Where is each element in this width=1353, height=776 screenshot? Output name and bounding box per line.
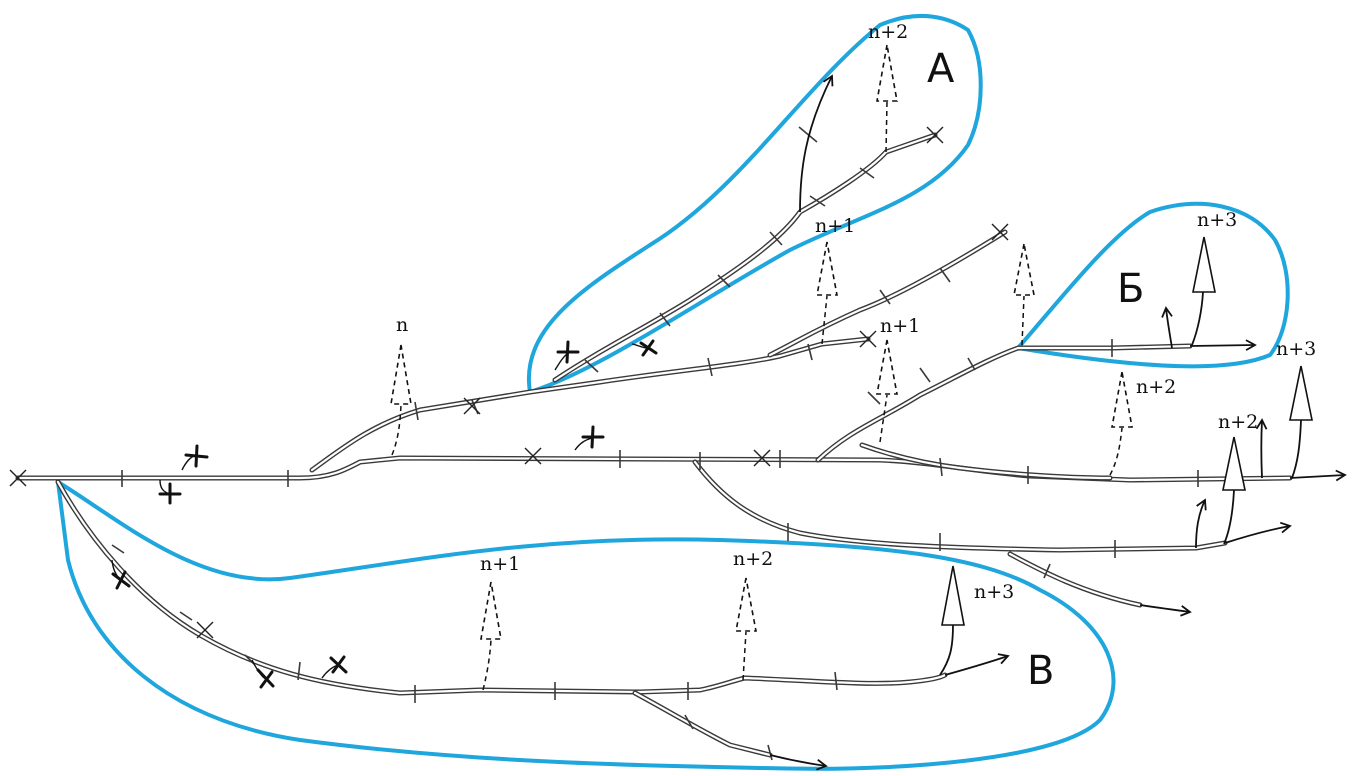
scar-mark bbox=[463, 397, 481, 415]
zone-labels: А Б В bbox=[927, 46, 1144, 694]
cut-mark-8 bbox=[321, 655, 348, 679]
cut-mark-2 bbox=[158, 479, 182, 505]
zone-outlines bbox=[56, 13, 1290, 771]
zone-label-a: А bbox=[927, 46, 955, 92]
internode-tick bbox=[414, 401, 419, 421]
internode-tick bbox=[584, 359, 599, 373]
cut-mark-4 bbox=[554, 340, 580, 371]
branch-upper-right bbox=[767, 229, 1008, 358]
internode-tick bbox=[798, 126, 818, 143]
internode-tick bbox=[867, 391, 881, 405]
label-n1-mid: n+1 bbox=[880, 315, 920, 337]
cut-mark-6 bbox=[111, 559, 131, 590]
dashed-bud-n1-mid bbox=[876, 339, 898, 443]
solid-bud-n3-right bbox=[1289, 365, 1313, 479]
cut-mark-1 bbox=[181, 444, 209, 471]
scar-mark bbox=[753, 449, 771, 467]
dashed-bud-n2-right bbox=[1109, 371, 1133, 476]
internode-tick bbox=[297, 661, 301, 681]
internode-tick bbox=[717, 274, 731, 288]
scar-mark bbox=[926, 126, 944, 144]
label-n1-upper: n+1 bbox=[815, 215, 855, 237]
cut-mark-5 bbox=[631, 339, 658, 357]
zone-a-outline bbox=[526, 13, 983, 394]
label-n: n bbox=[396, 314, 408, 336]
label-v-n3: n+3 bbox=[974, 581, 1014, 603]
internode-tick bbox=[767, 744, 773, 761]
shoot-arrow-low-small bbox=[1195, 498, 1207, 549]
label-n3-right: n+3 bbox=[1276, 338, 1316, 360]
shoot-arrow-low-diag-end bbox=[1139, 604, 1192, 617]
internode-tick bbox=[769, 231, 783, 246]
scar-mark bbox=[524, 447, 542, 465]
label-b-n3: n+3 bbox=[1197, 209, 1237, 231]
zone-label-b: Б bbox=[1117, 266, 1144, 312]
internode-tick bbox=[659, 312, 671, 327]
dashed-bud-n bbox=[390, 344, 412, 456]
label-v-n1: n+1 bbox=[480, 553, 520, 575]
branch-a-main bbox=[552, 132, 938, 383]
label-v-n2: n+2 bbox=[733, 548, 773, 570]
cut-mark-7 bbox=[251, 659, 275, 689]
scar-marks bbox=[9, 126, 1009, 639]
shoot-arrow-lower-end bbox=[1224, 521, 1292, 544]
shoot-arrow-right-small bbox=[1255, 418, 1268, 479]
shoot-arrow-v-end bbox=[944, 653, 1010, 676]
branch-low-diag-2 bbox=[1007, 551, 1143, 608]
solid-bud-v-n3 bbox=[939, 565, 965, 676]
zone-b-outline bbox=[1016, 201, 1290, 369]
internode-tick bbox=[939, 457, 943, 477]
branch-right-lower bbox=[859, 442, 1113, 481]
internode-tick bbox=[859, 167, 875, 179]
branch-low-diag bbox=[692, 459, 1228, 553]
short-shoots bbox=[769, 74, 1347, 771]
scar-mark bbox=[9, 469, 27, 487]
branch-up-to-a bbox=[309, 336, 871, 473]
internode-tick bbox=[1043, 563, 1051, 579]
zone-v-outline bbox=[56, 480, 1116, 771]
internode-tick bbox=[939, 267, 951, 283]
branch-v-lower bbox=[632, 690, 773, 758]
internode-tick bbox=[919, 367, 931, 383]
shoot-arrow-main-end bbox=[1289, 469, 1347, 482]
branches bbox=[15, 132, 1293, 758]
label-n2-far: n+2 bbox=[1218, 411, 1258, 433]
branch-v-main bbox=[55, 479, 948, 696]
internode-tick bbox=[807, 343, 813, 361]
pruning-cuts bbox=[111, 339, 658, 689]
internode-tick bbox=[684, 714, 694, 730]
solid-bud-b-n3 bbox=[1191, 236, 1216, 346]
internode-tick bbox=[707, 357, 713, 377]
dashed-bud-a-n2 bbox=[876, 44, 898, 153]
scar-mark bbox=[196, 621, 214, 639]
branch-to-b bbox=[815, 343, 1193, 463]
solid-buds bbox=[939, 236, 1313, 676]
dashed-bud-n1-upper bbox=[816, 241, 838, 345]
label-a-n2: n+2 bbox=[868, 21, 908, 43]
dashed-bud-v-n1 bbox=[480, 581, 502, 691]
internode-tick bbox=[879, 289, 891, 305]
internode-tick bbox=[809, 195, 826, 207]
dashed-bud-top bbox=[1013, 243, 1035, 346]
internode-tick bbox=[967, 357, 976, 371]
shoot-arrow-b-end bbox=[1189, 339, 1257, 351]
shoot-arrow-a-top bbox=[799, 74, 834, 213]
dashed-buds bbox=[390, 44, 1133, 691]
scar-mark bbox=[991, 223, 1009, 241]
scar-mark bbox=[859, 330, 877, 348]
bud-labels: n n+2 n+1 n+1 n+3 n+3 n+2 n+2 n+1 n+2 n+… bbox=[396, 21, 1316, 603]
shoot-arrow-b-small bbox=[1161, 306, 1173, 349]
label-n2-right: n+2 bbox=[1136, 376, 1176, 398]
zone-label-v: В bbox=[1027, 648, 1054, 694]
shoot-arrow-v-low-end bbox=[769, 754, 828, 771]
solid-bud-n2-right bbox=[1222, 436, 1246, 545]
internode-tick bbox=[111, 544, 125, 554]
internode-tick bbox=[834, 671, 838, 691]
cut-mark-3 bbox=[574, 425, 605, 451]
dashed-bud-v-n2 bbox=[735, 577, 757, 681]
internode-tick bbox=[179, 611, 193, 621]
